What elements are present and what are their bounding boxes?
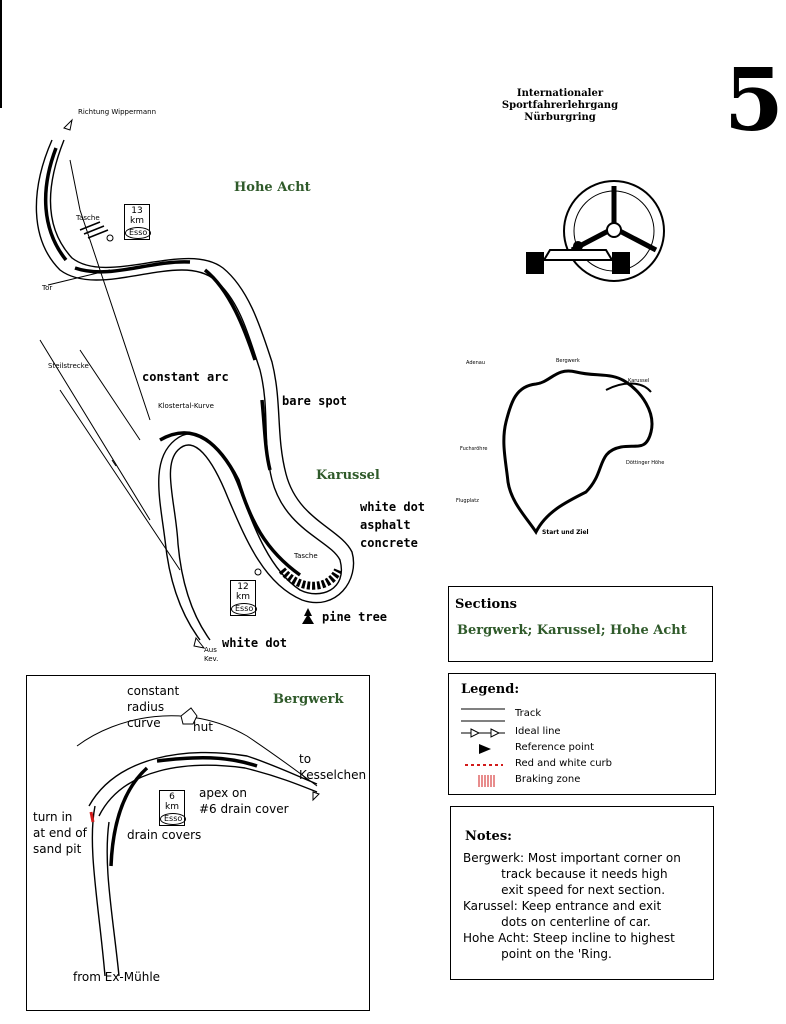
white-dot-label-1: white dot xyxy=(360,500,425,514)
drain-cover-6-label: #6 drain cover xyxy=(199,802,289,816)
pine-tree-label: pine tree xyxy=(322,610,387,624)
kev-label: Kev. xyxy=(204,655,218,663)
drain-covers-label: drain covers xyxy=(127,828,201,842)
km-sign-12-number: 12 xyxy=(231,582,255,592)
start-ziel-label: Start und Ziel xyxy=(542,529,589,536)
legend-label: Ideal line xyxy=(515,726,561,737)
esso-logo: Esso xyxy=(125,227,151,239)
bare-spot-label: bare spot xyxy=(282,394,347,408)
bergwerk-box: Bergwerk constant radius curve hut to Ke… xyxy=(26,675,370,1011)
aus-label: Aus xyxy=(204,646,217,654)
concrete-label: concrete xyxy=(360,536,418,550)
sections-box: Sections Bergwerk; Karussel; Hohe Acht xyxy=(448,586,713,662)
legend-label: Reference point xyxy=(515,742,594,753)
legend-label: Braking zone xyxy=(515,774,580,785)
red-hatch-icon xyxy=(457,774,505,788)
karussel-title: Karussel xyxy=(316,468,380,483)
notes-line: Bergwerk: Most important corner on xyxy=(463,851,681,865)
km-sign-6-number: 6 xyxy=(160,792,184,802)
notes-line: point on the 'Ring. xyxy=(463,947,612,961)
svg-text:Fuchsröhre: Fuchsröhre xyxy=(460,446,488,452)
reference-flag-icon xyxy=(457,742,505,756)
hut-label: hut xyxy=(193,720,213,734)
km-sign-6-unit: km xyxy=(160,802,184,812)
hohe-acht-title: Hohe Acht xyxy=(234,180,311,195)
red-dashed-icon xyxy=(457,758,505,772)
constant-label: constant xyxy=(127,684,179,698)
tasche-top-label: Tasche xyxy=(76,214,100,222)
bergwerk-title: Bergwerk xyxy=(273,692,344,707)
notes-line: Hohe Acht: Steep incline to highest xyxy=(463,931,675,945)
constant-arc-label: constant arc xyxy=(142,370,229,384)
km-sign-6: 6 km Esso xyxy=(159,790,185,826)
svg-text:Döttinger Höhe: Döttinger Höhe xyxy=(626,460,664,466)
white-dot-label-2: white dot xyxy=(222,636,287,650)
notes-line: exit speed for next section. xyxy=(463,883,665,897)
overview-circuit-map: Adenau Bergwerk Karussel Fuchsröhre Dött… xyxy=(456,352,686,542)
curve-label: curve xyxy=(127,716,161,730)
at-end-label: at end of xyxy=(33,826,87,840)
from-label: from Ex-Mühle xyxy=(73,970,160,984)
steering-wheel-logo xyxy=(520,178,672,296)
notes-title: Notes: xyxy=(465,829,512,844)
sand-pit-label: sand pit xyxy=(33,842,81,856)
svg-text:Karussel: Karussel xyxy=(628,378,649,384)
edge-mark xyxy=(0,0,2,108)
legend-label: Track xyxy=(515,708,541,719)
km-sign-12-unit: km xyxy=(231,592,255,602)
kesselchen-label: Kesselchen xyxy=(299,768,366,782)
tor-label: Tor xyxy=(42,284,52,292)
page-number: 5 xyxy=(724,56,784,146)
legend-title: Legend: xyxy=(461,682,519,697)
legend-box: Legend: Track Ideal line Reference point… xyxy=(448,673,716,795)
to-label: to xyxy=(299,752,311,766)
notes-line: dots on centerline of car. xyxy=(463,915,651,929)
sections-title: Sections xyxy=(455,597,517,612)
steilstrecke-label: Steilstrecke xyxy=(48,362,89,370)
richtung-label: Richtung Wippermann xyxy=(78,108,156,116)
km-sign-13-number: 13 xyxy=(125,206,149,216)
svg-text:Flugplatz: Flugplatz xyxy=(456,498,479,504)
esso-logo: Esso xyxy=(231,603,257,615)
header-line-2: Sportfahrerlehrgang xyxy=(490,100,630,112)
km-sign-12: 12 km Esso xyxy=(230,580,256,616)
svg-text:Bergwerk: Bergwerk xyxy=(556,358,580,364)
notes-line: track because it needs high xyxy=(463,867,668,881)
km-sign-13: 13 km Esso xyxy=(124,204,150,240)
header-line-3: Nürburgring xyxy=(490,112,630,124)
apex-label: apex on xyxy=(199,786,247,800)
header-line-1: Internationaler xyxy=(490,88,630,100)
main-track-map xyxy=(0,100,440,670)
sections-content: Bergwerk; Karussel; Hohe Acht xyxy=(457,623,687,638)
esso-logo: Esso xyxy=(160,813,186,825)
turn-in-label: turn in xyxy=(33,810,72,824)
km-sign-13-unit: km xyxy=(125,216,149,226)
legend-label: Red and white curb xyxy=(515,758,612,769)
ideal-line-arrows-icon xyxy=(457,726,505,740)
asphalt-label: asphalt xyxy=(360,518,411,532)
notes-box: Notes: Bergwerk: Most important corner o… xyxy=(450,806,714,980)
tasche-label: Tasche xyxy=(294,552,318,560)
notes-line: Karussel: Keep entrance and exit xyxy=(463,899,661,913)
course-header: Internationaler Sportfahrerlehrgang Nürb… xyxy=(490,88,630,124)
svg-text:Adenau: Adenau xyxy=(466,360,485,366)
radius-label: radius xyxy=(127,700,164,714)
track-lines-icon xyxy=(457,708,505,722)
klostertal-label: Klostertal-Kurve xyxy=(158,402,214,410)
